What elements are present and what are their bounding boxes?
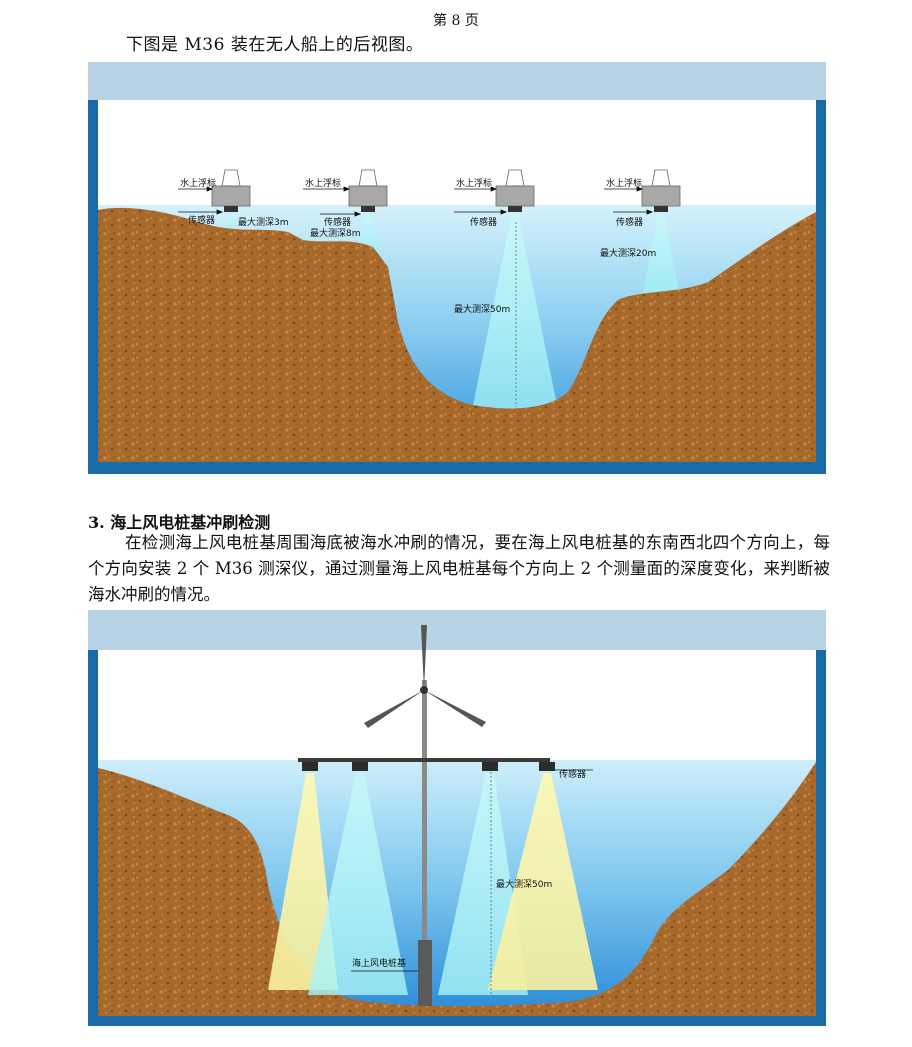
label-sensor-2: 传感器 — [324, 216, 351, 228]
figure1-caption: 下图是 M36 装在无人船上的后视图。 — [126, 35, 424, 55]
section-title: 3. 海上风电桩基冲刷检测 — [88, 513, 271, 532]
sonar-beam — [472, 213, 558, 410]
wind-pile-foundation — [418, 940, 432, 1006]
label-sensor-4: 传感器 — [616, 216, 643, 228]
label-sensor: 传感器 — [559, 768, 586, 780]
turbine-tower — [422, 680, 427, 940]
turbine-rotor — [364, 625, 486, 728]
usv-boat-4 — [641, 169, 681, 212]
label-float-1: 水上浮标 — [180, 177, 216, 189]
label-sensor-3: 传感器 — [470, 216, 497, 228]
sonar-beam-yellow — [488, 773, 598, 990]
sonar-beam-yellow — [268, 773, 338, 990]
label-depth-50m: 最大测深50m — [454, 303, 510, 315]
seabed-terrain — [98, 207, 816, 462]
sonar-beam-cyan — [308, 773, 408, 995]
figure-usv-rear-view: 水上浮标 传感器 最大测深3m 水上浮标 传感器 最大测深8m 水上浮标 传感器… — [88, 62, 826, 474]
usv-boat-1 — [211, 169, 251, 212]
sensor-mount-bar — [298, 758, 550, 762]
usv-boat-2 — [348, 169, 388, 212]
label-sensor-1: 传感器 — [188, 214, 215, 226]
figure1-illustration: 水上浮标 传感器 最大测深3m 水上浮标 传感器 最大测深8m 水上浮标 传感器… — [88, 62, 826, 474]
section-paragraph: 在检测海上风电桩基周围海底被海水冲刷的情况，要在海上风电桩基的东南西北四个方向上… — [88, 533, 830, 604]
label-depth-3m: 最大测深3m — [238, 216, 289, 228]
label-depth-8m: 最大测深8m — [310, 227, 361, 239]
figure-wind-pile-scour: 传感器 最大测深50m 海上风电桩基 — [88, 610, 826, 1026]
sonar-beam — [356, 213, 380, 252]
label-float-3: 水上浮标 — [456, 177, 492, 189]
usv-boat-3 — [495, 169, 535, 212]
sonar-beam — [642, 213, 680, 298]
label-wind-pile: 海上风电桩基 — [352, 957, 406, 969]
figure2-illustration: 传感器 最大测深50m 海上风电桩基 — [88, 610, 826, 1026]
label-float-4: 水上浮标 — [606, 177, 642, 189]
sensors — [302, 762, 555, 771]
label-depth-50m: 最大测深50m — [496, 878, 552, 890]
page-number: 第 8 页 — [433, 13, 479, 29]
label-float-2: 水上浮标 — [305, 177, 341, 189]
label-depth-20m: 最大测深20m — [600, 247, 656, 259]
